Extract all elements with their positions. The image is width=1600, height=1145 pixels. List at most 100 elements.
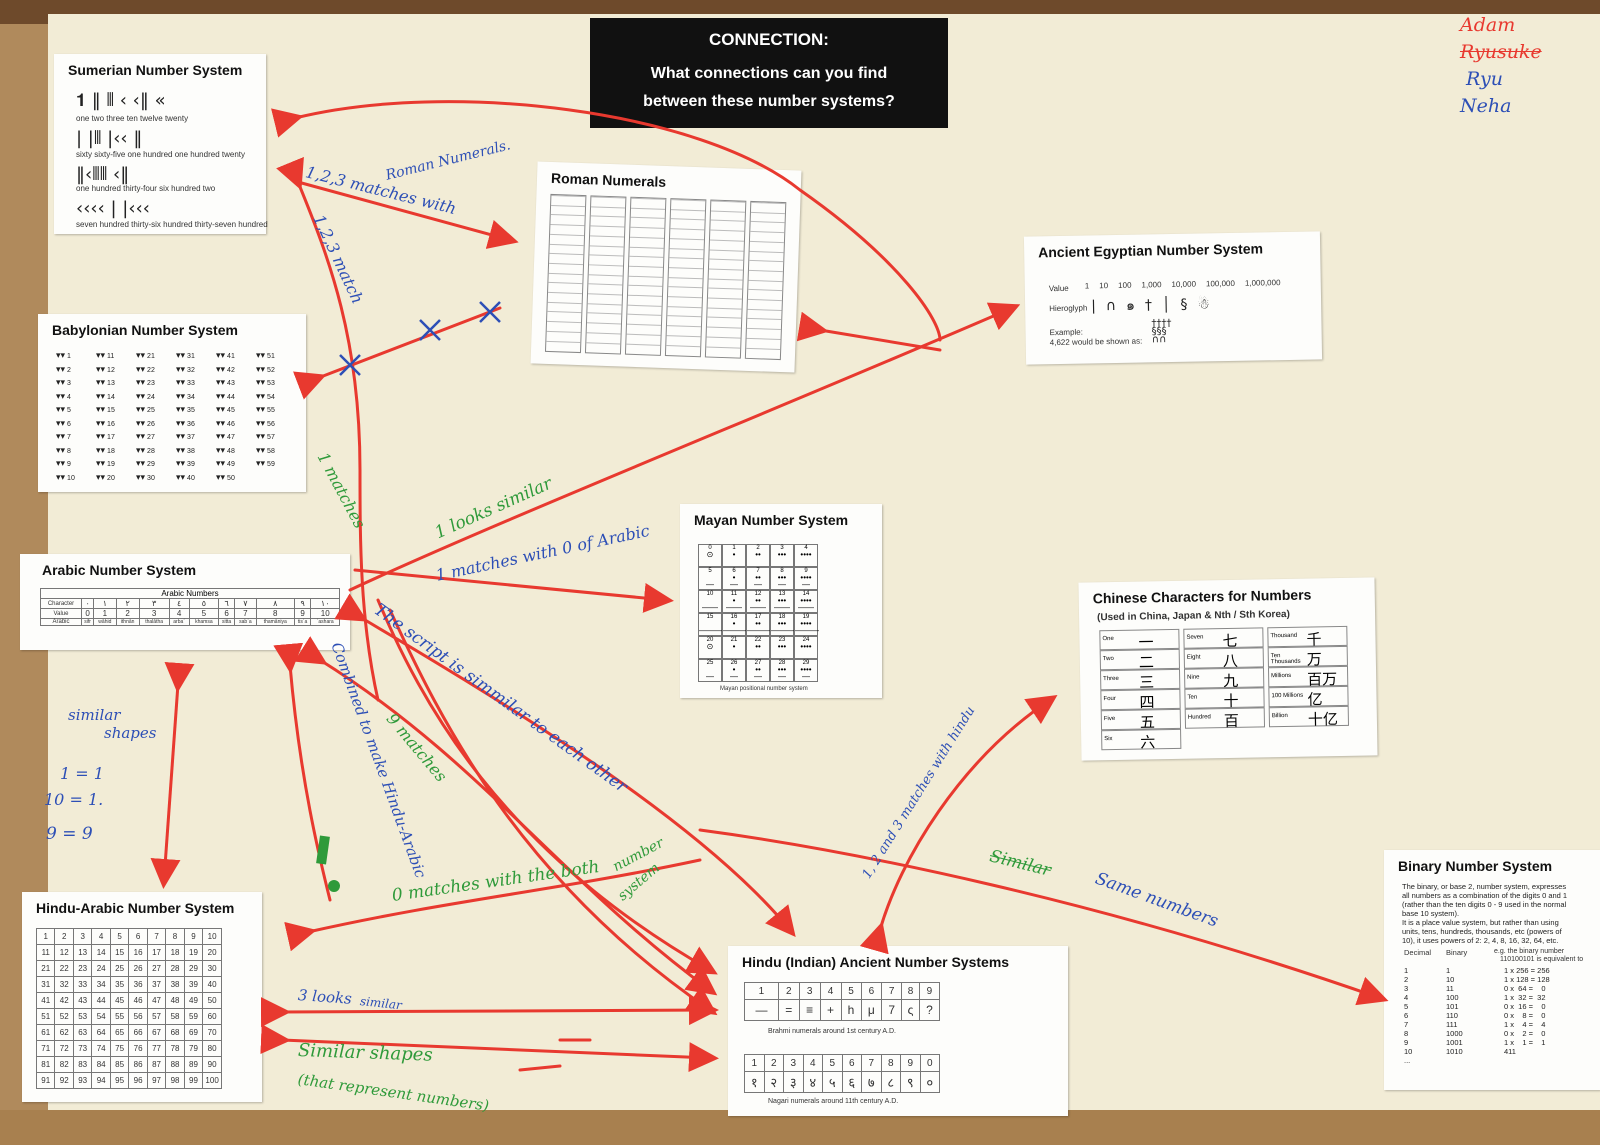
cuneiform-glyph: ▾▾ bbox=[216, 417, 226, 428]
babylonian-number: ▾▾32 bbox=[176, 364, 195, 375]
babylonian-number: ▾▾58 bbox=[256, 445, 275, 456]
mayan-cell: 3••• bbox=[770, 544, 794, 567]
binary-example: 1 x 256 = 256 bbox=[1504, 966, 1550, 975]
nagari-digit: 0 bbox=[919, 1054, 940, 1072]
note-similar: similar bbox=[68, 706, 121, 724]
babylonian-value: 56 bbox=[267, 420, 275, 428]
babylonian-value: 32 bbox=[187, 366, 195, 374]
babylonian-value: 45 bbox=[227, 407, 235, 414]
cuneiform-glyph: ▾▾ bbox=[176, 417, 186, 428]
mayan-glyph: • — bbox=[730, 573, 738, 589]
babylonian-number: ▾▾27 bbox=[136, 431, 155, 442]
arabic-cell: thamāniya bbox=[255, 618, 295, 626]
babylonian-number: ▾▾8 bbox=[56, 445, 71, 456]
arabic-cell: ithnān bbox=[115, 618, 140, 626]
sumerian-labels-row1: one two three ten twelve twenty bbox=[76, 114, 189, 123]
binary-binary: 1001 bbox=[1446, 1038, 1463, 1047]
cuneiform-glyph: ▾▾ bbox=[136, 471, 146, 482]
brahmi-glyph: 7 bbox=[881, 999, 903, 1021]
cuneiform-glyph: ▾▾ bbox=[136, 444, 146, 455]
babylonian-number: ▾▾57 bbox=[256, 431, 275, 442]
babylonian-value: 7 bbox=[67, 434, 71, 441]
cuneiform-glyph: ▾▾ bbox=[96, 471, 106, 482]
note-1-eq-1: 1 = 1 bbox=[60, 764, 104, 783]
sumerian-glyphs-row1: 𝟏 ‖ ⫴ ‹ ‹‖ « bbox=[76, 90, 166, 111]
binary-decimal: 10 bbox=[1404, 1047, 1413, 1056]
babylonian-value: 30 bbox=[147, 474, 155, 482]
cuneiform-glyph: ▾▾ bbox=[136, 390, 146, 401]
babylonian-value: 47 bbox=[227, 434, 235, 441]
babylonian-number: ▾▾39 bbox=[176, 458, 195, 469]
cuneiform-glyph: ▾▾ bbox=[256, 404, 266, 414]
babylonian-number: ▾▾37 bbox=[176, 431, 195, 442]
babylonian-value: 29 bbox=[147, 461, 155, 468]
binary-binary: 110 bbox=[1446, 1011, 1458, 1020]
cuneiform-glyph: ▾▾ bbox=[176, 404, 186, 414]
binary-example-header2: 110100101 is equivalent to bbox=[1500, 956, 1584, 963]
arrow-3-looks bbox=[260, 995, 719, 1028]
babylonian-value: 57 bbox=[267, 434, 275, 441]
babylonian-number: ▾▾51 bbox=[256, 350, 275, 361]
name-adam: Adam bbox=[1460, 14, 1516, 36]
binary-col-binary: Binary bbox=[1446, 948, 1468, 957]
babylonian-value: 48 bbox=[227, 447, 235, 455]
binary-intro-line: It is a place value system, but rather t… bbox=[1402, 918, 1559, 927]
cuneiform-glyph: ▾▾ bbox=[256, 431, 266, 441]
babylonian-number: ▾▾29 bbox=[136, 458, 155, 469]
binary-intro-line: all numbers as a combination of the digi… bbox=[1402, 891, 1568, 900]
babylonian-number: ▾▾19 bbox=[96, 458, 115, 469]
note-9-eq-9: 9 = 9 bbox=[46, 824, 93, 844]
babylonian-number: ▾▾31 bbox=[176, 350, 195, 361]
team-names: Adam Ryusuke Ryu Neha bbox=[1460, 12, 1542, 120]
cuneiform-glyph: ▾▾ bbox=[176, 390, 186, 401]
babylonian-card: Babylonian Number System ▾▾1▾▾2▾▾3▾▾4▾▾5… bbox=[38, 314, 306, 492]
arrow-similar-shapes bbox=[260, 1024, 719, 1073]
cuneiform-glyph: ▾▾ bbox=[136, 417, 146, 428]
cuneiform-glyph: ▾▾ bbox=[176, 471, 186, 482]
babylonian-value: 16 bbox=[107, 420, 115, 428]
babylonian-number: ▾▾53 bbox=[256, 377, 275, 388]
cross-mark-2 bbox=[479, 301, 501, 323]
header-question: What connections can you find between th… bbox=[590, 60, 948, 116]
cuneiform-glyph: ▾▾ bbox=[96, 363, 106, 374]
babylonian-number: ▾▾46 bbox=[216, 418, 235, 429]
babylonian-number: ▾▾38 bbox=[176, 445, 195, 456]
arabic-cell: wāhid bbox=[93, 618, 117, 626]
cuneiform-glyph: ▾▾ bbox=[216, 404, 226, 414]
babylonian-number: ▾▾47 bbox=[216, 431, 235, 442]
mayan-glyph: ••• bbox=[777, 550, 787, 559]
babylonian-number: ▾▾44 bbox=[216, 391, 235, 402]
babylonian-value: 31 bbox=[187, 353, 195, 360]
mayan-glyph: •••• — bbox=[800, 665, 812, 681]
babylonian-number: ▾▾11 bbox=[96, 350, 114, 361]
arabic-cell: sabʿa bbox=[234, 618, 257, 626]
babylonian-number: ▾▾36 bbox=[176, 418, 195, 429]
mayan-value: 19 bbox=[802, 614, 810, 620]
babylonian-number: ▾▾50 bbox=[216, 472, 235, 483]
babylonian-value: 8 bbox=[67, 447, 71, 455]
babylonian-value: 24 bbox=[147, 393, 155, 401]
cuneiform-glyph: ▾▾ bbox=[56, 350, 66, 360]
babylonian-number: ▾▾13 bbox=[96, 377, 115, 388]
cuneiform-glyph: ▾▾ bbox=[216, 350, 226, 360]
note-shapes: shapes bbox=[104, 724, 157, 742]
arrow-combined bbox=[273, 642, 332, 902]
binary-decimal: 4 bbox=[1404, 993, 1409, 1002]
nagari-glyph: ९ bbox=[900, 1071, 921, 1093]
babylonian-value: 18 bbox=[107, 447, 115, 455]
cuneiform-glyph: ▾▾ bbox=[136, 363, 146, 374]
binary-decimal: 5 bbox=[1404, 1002, 1409, 1011]
mayan-value: 0 bbox=[708, 545, 712, 551]
arrow-egypt-roman bbox=[796, 311, 942, 352]
cuneiform-glyph: ▾▾ bbox=[56, 471, 66, 482]
mayan-glyph: •••• —— bbox=[798, 596, 814, 612]
binary-decimal: 7 bbox=[1404, 1020, 1409, 1029]
arabic-title: Arabic Number System bbox=[42, 562, 197, 578]
binary-example: 0 x 64 = 0 bbox=[1504, 984, 1546, 993]
cuneiform-glyph: ▾▾ bbox=[96, 417, 106, 428]
binary-binary: 101 bbox=[1446, 1002, 1459, 1011]
